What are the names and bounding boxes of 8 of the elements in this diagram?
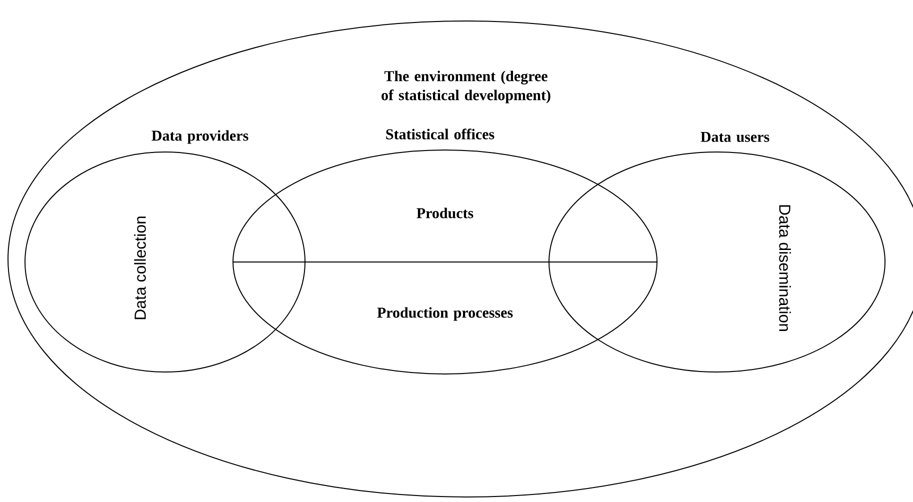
heading: Statistical offices	[386, 128, 494, 140]
label-text: Production processes	[377, 307, 513, 321]
heading: The environment (degree of statistical development)	[382, 70, 550, 104]
heading: Data providers	[152, 130, 248, 144]
label-text: Products	[416, 208, 474, 218]
rotated-text: Data collection	[134, 216, 146, 320]
rotated-text: Data disemination	[779, 205, 791, 331]
heading: Data users	[700, 132, 770, 142]
